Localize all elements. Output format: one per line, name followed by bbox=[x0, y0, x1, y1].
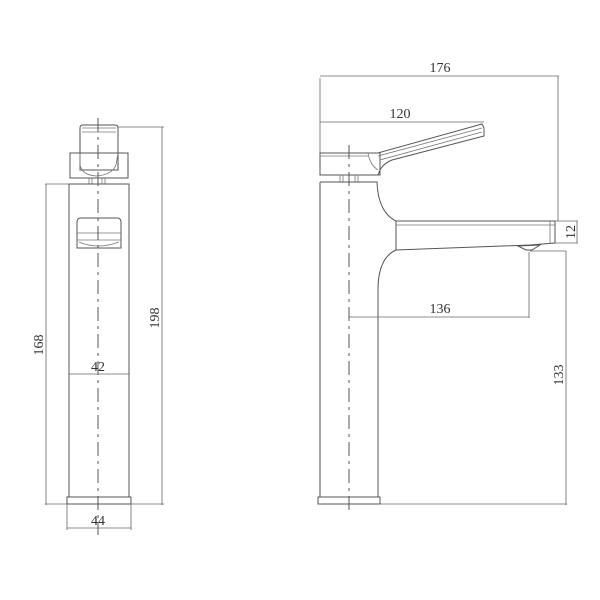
dim-spout-thickness-label: 12 bbox=[564, 225, 579, 239]
dim-total-height-label: 198 bbox=[148, 308, 163, 329]
dim-spout-reach-label: 136 bbox=[430, 302, 451, 317]
dim-body-width-label: 42 bbox=[91, 360, 105, 375]
front-view: 176 120 12 136 133 bbox=[317, 61, 579, 515]
dim-body-height-label: 168 bbox=[32, 335, 47, 356]
dim-handle-length-label: 120 bbox=[390, 107, 411, 122]
dim-base-width-label: 44 bbox=[91, 514, 105, 529]
side-view: 198 168 42 44 bbox=[32, 118, 164, 535]
dim-overall-length-label: 176 bbox=[430, 61, 451, 76]
dim-spout-outlet-height-label: 133 bbox=[552, 365, 567, 386]
